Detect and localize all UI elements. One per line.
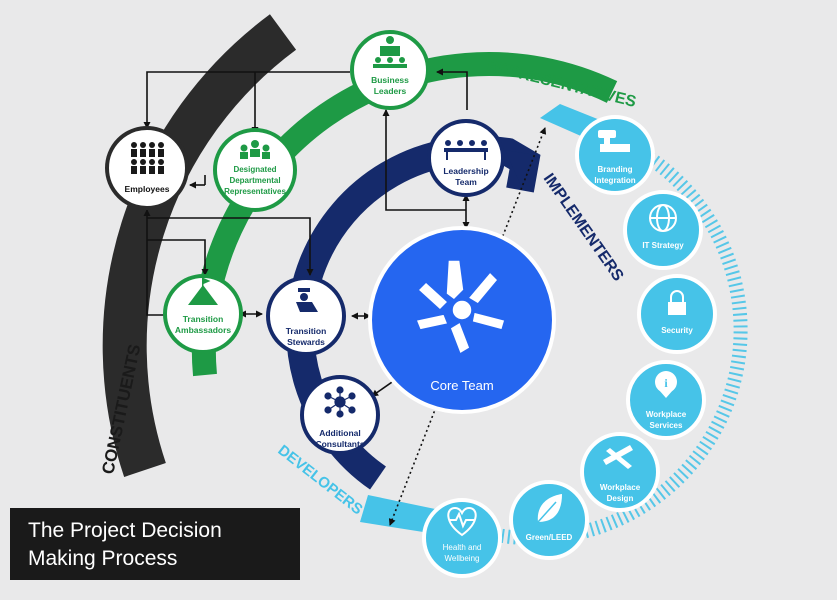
info-pin-icon: i	[655, 371, 677, 398]
branding-label-2: Integration	[594, 176, 635, 185]
designated-reps-label-2: Departmental	[229, 176, 280, 185]
workplace-services-label-2: Services	[650, 421, 683, 430]
health-label-2: Wellbeing	[445, 554, 480, 563]
network-hub-icon	[324, 386, 356, 418]
green-leed-label: Green/LEED	[526, 533, 573, 542]
podium-presenter-icon	[373, 36, 407, 68]
workplace-design-label-1: Workplace	[600, 483, 641, 492]
designated-reps-node[interactable]: Designated Departmental Representatives	[213, 128, 297, 212]
stamp-icon	[598, 130, 630, 152]
transition-ambassadors-node[interactable]: Transition Ambassadors	[163, 274, 243, 354]
constituents-arc	[102, 14, 297, 477]
health-label-1: Health and	[443, 543, 482, 552]
business-leaders-label-1: Business	[371, 75, 409, 85]
leaf-icon	[537, 494, 562, 523]
drafting-tools-icon	[603, 445, 633, 469]
leadership-team-label-1: Leadership	[443, 166, 488, 176]
title-line-1: The Project Decision	[28, 519, 222, 542]
transition-ambassadors-label-2: Ambassadors	[175, 325, 231, 335]
transition-ambassadors-label-1: Transition	[183, 314, 224, 324]
svg-text:i: i	[664, 376, 668, 390]
green-leed-node[interactable]: Green/LEED	[509, 480, 589, 560]
workplace-design-label-2: Design	[607, 494, 634, 503]
transition-stewards-label-2: Stewards	[287, 337, 325, 347]
group-icon	[240, 140, 270, 159]
additional-consultants-label-2: Consultants	[315, 439, 364, 449]
it-strategy-node[interactable]: IT Strategy	[623, 190, 703, 270]
workplace-design-node[interactable]: Workplace Design	[580, 432, 660, 512]
additional-consultants-label-1: Additional	[319, 428, 361, 438]
core-team-label: Core Team	[430, 378, 493, 393]
core-team-node[interactable]: Core Team	[368, 226, 556, 414]
title-box: The Project Decision Making Process	[10, 508, 300, 580]
business-leaders-label-2: Leaders	[374, 86, 407, 96]
meeting-table-icon	[444, 140, 488, 160]
people-grid-icon	[131, 142, 164, 174]
branding-label-1: Branding	[597, 165, 632, 174]
branding-integration-node[interactable]: Branding Integration	[575, 115, 655, 195]
summit-flag-icon	[188, 278, 218, 305]
title-line-2: Making Process	[28, 547, 178, 570]
security-label: Security	[661, 326, 693, 335]
transition-stewards-label-1: Transition	[286, 326, 327, 336]
employees-node[interactable]: Employees	[105, 126, 189, 210]
additional-consultants-node[interactable]: Additional Consultants	[300, 375, 380, 455]
workplace-services-label-1: Workplace	[646, 410, 687, 419]
health-wellbeing-node[interactable]: Health and Wellbeing	[422, 498, 502, 578]
workplace-services-node[interactable]: i Workplace Services	[626, 360, 706, 440]
it-strategy-label: IT Strategy	[642, 241, 684, 250]
connectors	[143, 68, 547, 526]
joined-hands-icon	[414, 259, 506, 356]
designated-reps-label-1: Designated	[233, 165, 276, 174]
employees-label: Employees	[125, 184, 170, 194]
globe-icon	[649, 204, 677, 232]
designated-reps-label-3: Representatives	[224, 187, 286, 196]
heart-pulse-icon	[447, 506, 477, 537]
driver-icon	[296, 288, 318, 312]
leadership-team-node[interactable]: Leadership Team	[427, 119, 505, 197]
padlock-icon	[668, 290, 686, 315]
security-node[interactable]: Security	[637, 274, 717, 354]
leadership-team-label-2: Team	[455, 177, 477, 187]
business-leaders-node[interactable]: Business Leaders	[350, 30, 430, 110]
transition-stewards-node[interactable]: Transition Stewards	[266, 276, 346, 356]
